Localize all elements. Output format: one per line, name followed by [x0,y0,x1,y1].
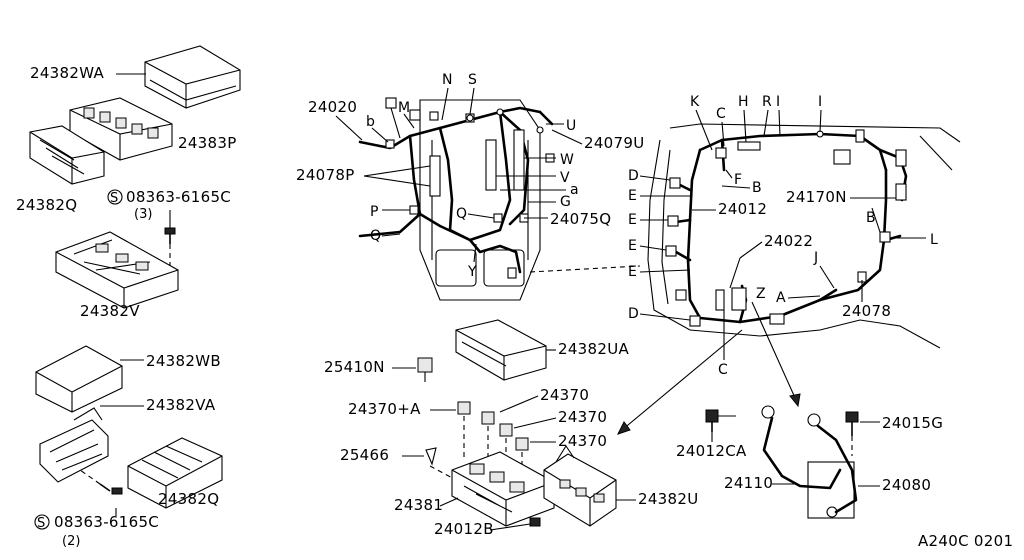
block-24382q-bottom [127,437,223,509]
bolt-icon [845,411,859,436]
label-ip-b1: B [752,180,762,196]
label-eng-n: N [442,72,452,88]
label-24078p: 24078P [296,166,355,184]
label-ip-d1: D [628,168,639,184]
label-ip-h: H [738,94,749,110]
label-ip-b2: B [866,210,876,226]
label-ip-r: R [762,94,772,110]
label-eng-q2: Q [370,228,381,244]
label-24382wa: 24382WA [30,64,105,82]
label-bolt-top-qty: (3) [134,207,152,222]
label-24022: 24022 [764,232,813,250]
label-24382v: 24382V [80,302,140,320]
label-eng-p: P [370,204,378,220]
bracket-24382va [39,407,109,483]
label-24382va: 24382VA [146,396,216,414]
label-eng-q1: Q [456,206,467,222]
label-ip-e1: E [628,188,637,204]
block-24382q-top [29,125,105,185]
label-eng-w: W [560,152,574,168]
label-24079u: 24079U [584,134,645,152]
cover-24382wb [35,345,123,413]
label-ip-e4: E [628,264,637,280]
label-eng-m: M [398,100,410,116]
label-24382q-top: 24382Q [16,196,77,214]
s-mark-icon: S [107,189,123,206]
label-24370-1: 24370 [540,386,589,404]
ground-cable-24110 [761,405,842,490]
label-ip-i1: I [776,94,780,110]
label-24110: 24110 [724,474,773,492]
label-24075q: 24075Q [550,210,611,228]
label-24381: 24381 [394,496,443,514]
svg-text:S: S [110,191,118,206]
label-24382q-bottom: 24382Q [158,490,219,508]
label-eng-v: V [560,170,570,186]
s-mark-icon: S [34,514,50,531]
bolt-icon [705,409,719,432]
label-ip-j: J [813,250,818,266]
label-ip-i2: I [818,94,822,110]
bolt-icon [99,483,123,495]
label-eng-y: Y [467,264,477,280]
label-24383p: 24383P [178,134,237,152]
label-bolt-bottom-qty: (2) [62,534,80,549]
label-ip-l: L [930,232,938,248]
label-24382ua: 24382UA [558,340,629,358]
relay-25410n [417,357,433,382]
label-ip-z: Z [756,286,766,302]
label-ip-e3: E [628,238,637,254]
cover-24382ua [455,319,547,381]
ground-cable-24080 [807,413,858,518]
svg-text:S: S [37,516,45,531]
label-ip-d2: D [628,306,639,322]
label-24080: 24080 [882,476,931,494]
label-24370-2: 24370 [558,408,607,426]
label-25410n: 25410N [324,358,385,376]
label-24370-3: 24370 [558,432,607,450]
relay-block-24383p [69,97,173,161]
engine-room-harness [358,99,555,301]
label-ip-k: K [690,94,700,110]
label-eng-a: a [570,182,579,198]
label-24012ca: 24012CA [676,442,747,460]
label-ip-c1: C [716,106,726,122]
label-24078: 24078 [842,302,891,320]
label-bolt-bottom: 08363-6165C [54,513,159,531]
label-24012b: 24012B [434,520,494,538]
label-eng-b: b [366,114,375,130]
bracket-24382v [55,231,179,309]
label-25466: 25466 [340,446,389,464]
label-bolt-top: 08363-6165C [126,188,231,206]
diagram-code: A240C 0201 [918,532,1013,550]
label-24370a: 24370+A [348,400,421,418]
cover-24382wa [144,45,241,109]
label-24015g: 24015G [882,414,943,432]
label-24170n: 24170N [786,188,847,206]
label-ip-e2: E [628,212,637,228]
label-ip-a: A [776,290,786,306]
label-24382u: 24382U [638,490,699,508]
fuse-block-24381 [451,451,555,527]
label-eng-g: G [560,194,571,210]
bolt-icon [164,227,176,244]
bolt-icon [529,517,541,527]
label-ip-c2: C [718,362,728,378]
bracket-24382u [543,444,617,527]
label-ip-f: F [734,172,742,188]
label-24012: 24012 [718,200,767,218]
label-eng-s: S [468,72,477,88]
label-24020: 24020 [308,98,357,116]
label-24382wb: 24382WB [146,352,221,370]
label-eng-u: U [566,118,576,134]
